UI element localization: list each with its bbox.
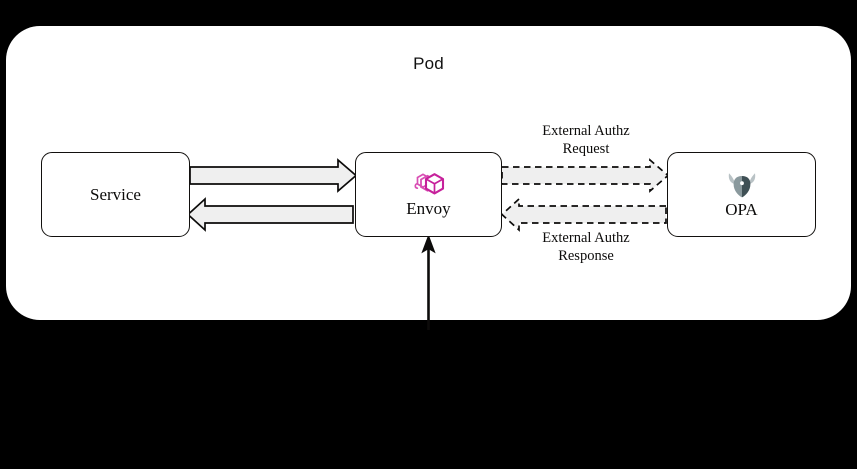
node-service[interactable]: Service	[41, 152, 190, 237]
edge-label-external-authz-request: External Authz Request	[542, 123, 630, 157]
opa-horned-shield-logo	[726, 171, 758, 199]
node-opa-label: OPA	[725, 199, 758, 219]
node-opa[interactable]: OPA	[667, 152, 816, 237]
node-envoy[interactable]: Envoy	[355, 152, 502, 237]
node-service-label: Service	[90, 184, 141, 204]
edge-label-external-authz-response: External Authz Response	[542, 230, 630, 264]
envoy-hexagon-logo	[408, 171, 450, 199]
pod-label: Pod	[413, 54, 444, 73]
node-envoy-label: Envoy	[406, 199, 451, 219]
